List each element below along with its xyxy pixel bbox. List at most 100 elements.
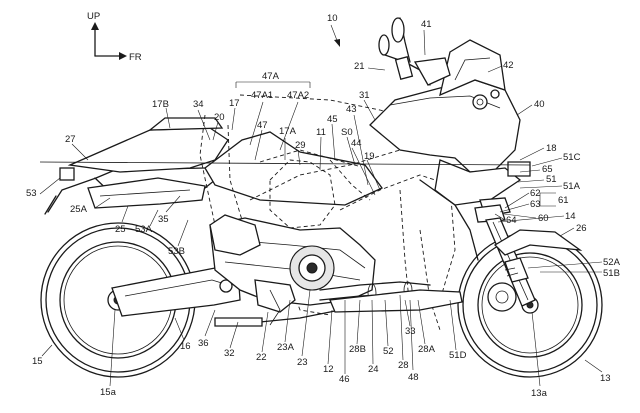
label-25: 25 bbox=[115, 224, 126, 235]
label-47a2: 47A2 bbox=[287, 90, 309, 101]
headlight-core bbox=[476, 98, 484, 106]
label-46: 46 bbox=[339, 374, 350, 385]
leader-65 bbox=[519, 169, 541, 173]
leader-32 bbox=[229, 321, 239, 349]
leader-35 bbox=[165, 195, 181, 213]
leader-25 bbox=[121, 205, 129, 223]
leader-22 bbox=[261, 311, 269, 353]
leader-33 bbox=[404, 299, 411, 327]
leader-60 bbox=[503, 213, 537, 219]
tail-lamp bbox=[59, 167, 75, 181]
leader-lines bbox=[39, 29, 603, 387]
label-51: 51 bbox=[546, 174, 557, 185]
leader-28b bbox=[356, 299, 361, 345]
leader-16 bbox=[174, 317, 185, 341]
figure-number: 10 bbox=[327, 13, 338, 24]
leader-52 bbox=[384, 299, 389, 347]
label-26: 26 bbox=[576, 223, 587, 234]
bracket-61 bbox=[539, 192, 556, 207]
leader-24 bbox=[371, 299, 374, 365]
bracket-47a bbox=[235, 81, 311, 88]
frame-front-lower bbox=[419, 229, 441, 331]
leader-19 bbox=[366, 159, 381, 191]
leader-15 bbox=[41, 344, 53, 357]
floor-step bbox=[329, 289, 463, 313]
leader-12 bbox=[327, 309, 333, 365]
leader-28a bbox=[417, 299, 426, 345]
handlebar-grip bbox=[394, 55, 414, 81]
leader-28 bbox=[399, 294, 404, 361]
leader-62 bbox=[504, 192, 530, 209]
label-48: 48 bbox=[408, 372, 419, 383]
label-43: 43 bbox=[346, 104, 357, 115]
license-bracket bbox=[44, 195, 57, 215]
leader-48 bbox=[409, 299, 414, 371]
label-51a: 51A bbox=[563, 181, 581, 192]
front-brake-caliper-inner bbox=[495, 290, 509, 304]
label-16: 16 bbox=[180, 341, 191, 352]
leader-51a bbox=[519, 185, 563, 189]
leader-13 bbox=[584, 359, 603, 373]
seat bbox=[204, 131, 383, 206]
label-25a: 25A bbox=[70, 204, 88, 215]
leader-43 bbox=[353, 114, 369, 186]
shift-linkage bbox=[269, 289, 281, 326]
leader-53 bbox=[39, 177, 61, 195]
leader-42 bbox=[487, 65, 503, 73]
label-21: 21 bbox=[354, 61, 365, 72]
label-51d: 51D bbox=[449, 350, 467, 361]
label-13a: 13a bbox=[531, 388, 548, 399]
label-33: 33 bbox=[405, 326, 416, 337]
label-13: 13 bbox=[600, 373, 611, 384]
label-53a: 53A bbox=[135, 224, 153, 235]
leader-45 bbox=[331, 123, 336, 161]
front-blinker-51c bbox=[507, 161, 531, 177]
label-42: 42 bbox=[503, 60, 514, 71]
up-label: UP bbox=[87, 11, 100, 22]
front-fender-26 bbox=[493, 229, 583, 256]
headlight-lens bbox=[472, 94, 488, 110]
up-arrow-head bbox=[91, 22, 99, 30]
air-cleaner-36 bbox=[209, 214, 261, 256]
label-35: 35 bbox=[158, 214, 169, 225]
label-29: 29 bbox=[295, 140, 306, 151]
label-18: 18 bbox=[546, 143, 557, 154]
reference-labels: 21 41 42 40 47A 47A1 47A2 17B 34 17 20 4… bbox=[26, 19, 621, 399]
label-28: 28 bbox=[398, 360, 409, 371]
label-19: 19 bbox=[364, 151, 375, 162]
label-52a: 52A bbox=[603, 257, 621, 268]
leader-31 bbox=[363, 99, 376, 121]
label-17: 17 bbox=[229, 98, 240, 109]
leader-13a bbox=[531, 311, 541, 387]
label-60: 60 bbox=[538, 213, 549, 224]
mirror-right bbox=[378, 34, 390, 56]
label-47a: 47A bbox=[262, 71, 280, 82]
front-rim-inner bbox=[481, 256, 579, 354]
leader-51 bbox=[517, 179, 545, 183]
front-leg-shield bbox=[419, 179, 479, 261]
label-28a: 28A bbox=[418, 344, 436, 355]
leader-17 bbox=[231, 107, 236, 131]
fr-label: FR bbox=[129, 52, 142, 63]
label-41: 41 bbox=[421, 19, 432, 30]
label-63: 63 bbox=[530, 199, 541, 210]
leader-27 bbox=[71, 143, 89, 161]
leader-23 bbox=[301, 289, 311, 357]
leader-36 bbox=[204, 309, 216, 337]
label-20: 20 bbox=[214, 112, 225, 123]
label-28b: 28B bbox=[349, 344, 366, 355]
label-24: 24 bbox=[368, 364, 379, 375]
front-wheel bbox=[457, 232, 603, 378]
frame-center bbox=[399, 189, 411, 311]
mirror-left bbox=[391, 17, 405, 43]
label-52: 52 bbox=[383, 346, 394, 357]
leader-34 bbox=[197, 109, 211, 141]
engine bbox=[209, 214, 421, 326]
reference-line bbox=[39, 161, 531, 166]
label-12: 12 bbox=[323, 364, 334, 375]
leader-29 bbox=[297, 149, 301, 166]
leader-64 bbox=[494, 213, 506, 221]
leader-40 bbox=[516, 104, 533, 116]
